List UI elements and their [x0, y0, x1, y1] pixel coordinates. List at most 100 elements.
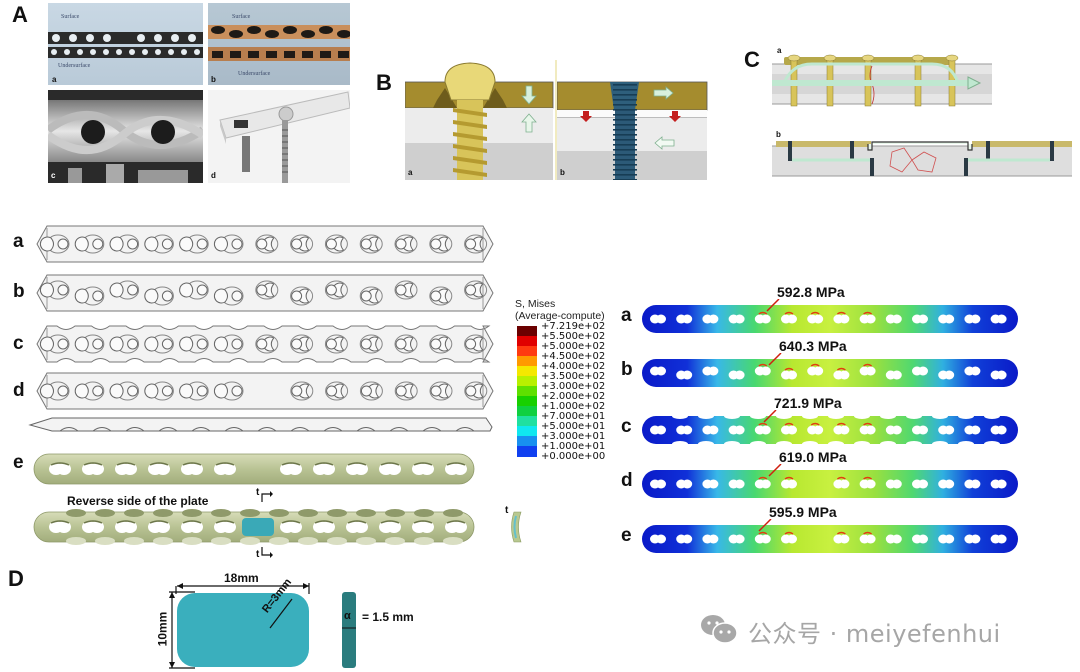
section-arrow-top-icon [261, 491, 273, 502]
legend-swatch [517, 446, 537, 457]
plate-e-3d-reverse [33, 509, 475, 545]
screw-hole [213, 234, 244, 254]
screw-hole [179, 234, 209, 254]
plate-e-3d-top [33, 453, 475, 485]
max-stress-label: 592.8 MPa [777, 284, 845, 300]
width-label: 18mm [224, 571, 259, 585]
panel-a-photo-a: Surface Undersurface a [48, 3, 203, 85]
screw-hole [39, 280, 70, 300]
thickness-symbol: α [344, 610, 351, 622]
legend-value: +5.000e+01 [541, 421, 606, 432]
legend-value: +7.219e+02 [541, 321, 606, 332]
plate-photo-porous [208, 25, 350, 61]
locking-screw-diagram [557, 60, 709, 180]
legend-swatch [517, 336, 537, 347]
panel-c-bridging-plate [772, 138, 1077, 180]
panel-a-photo-c: c [48, 90, 203, 183]
fea-stress-plate [642, 410, 1018, 447]
legend-value: +3.500e+02 [541, 371, 606, 382]
conventional-screw-diagram [405, 60, 555, 180]
screw-hole [346, 520, 368, 533]
screw-hole [39, 334, 70, 354]
fea-row-label: e [621, 525, 632, 546]
screw-hole [324, 280, 348, 300]
screw-hole [394, 381, 418, 401]
screw-hole [49, 520, 71, 533]
screw-hole [429, 234, 453, 254]
plate-outline-d [36, 372, 494, 410]
surface-label: Surface [232, 14, 251, 20]
screw-hole [359, 234, 383, 254]
legend-value: +1.000e+02 [541, 401, 606, 412]
legend-value: +2.000e+02 [541, 391, 606, 402]
screw-hole [181, 462, 203, 475]
panel-b-locking-screw: b [557, 60, 709, 180]
plate-outline-b [36, 274, 494, 312]
undersurface-label: Undersurface [238, 71, 271, 77]
screw-hole [394, 280, 418, 300]
screw-hole [464, 381, 488, 401]
screw-hole [324, 334, 348, 354]
screw-hole [144, 234, 174, 254]
legend-swatch [517, 376, 537, 387]
legend-swatch [517, 396, 537, 407]
screw-hole [464, 280, 488, 300]
screw-hole [290, 381, 314, 401]
screw-hole [359, 381, 383, 401]
screw-hole [213, 286, 244, 306]
section-mark-bottom: t [256, 549, 260, 560]
panel-a-photo-b: Surface Undersurface b [208, 3, 350, 85]
plate-side-view [28, 417, 493, 432]
legend-value: +7.000e+01 [541, 411, 606, 422]
legend-swatch [517, 346, 537, 357]
bridging-plate-diagram [772, 141, 1072, 177]
legend-title-line1: S, Mises [515, 298, 556, 310]
screw-hole [214, 462, 236, 475]
fea-stress-plate [642, 353, 1018, 387]
legend-title-line2: (Average-compute) [515, 310, 605, 322]
legend-value: +1.000e+01 [541, 441, 606, 452]
screw-hole [74, 286, 105, 306]
screw-hole [82, 520, 104, 533]
plate-row-label: a [13, 231, 24, 252]
screw-hole [412, 520, 434, 533]
legend-value: +4.000e+02 [541, 361, 606, 372]
screw-hole [82, 462, 104, 475]
screw-hole [290, 234, 314, 254]
screw-hole [379, 462, 401, 475]
screw-hole [109, 381, 140, 401]
section-arrow-bottom-icon [261, 547, 273, 558]
screw-hole [290, 286, 314, 306]
plate-photo-surface-undersurface [48, 32, 203, 58]
photo-label: a [52, 75, 57, 84]
legend-swatch [517, 386, 537, 397]
plate-outline-c [36, 325, 494, 363]
screw-hole [429, 286, 453, 306]
photo-label: c [51, 171, 56, 180]
plate-outline-a [36, 225, 494, 263]
fea-row-label: b [621, 359, 633, 380]
screw-hole [74, 234, 105, 254]
wechat-icon [701, 615, 738, 644]
legend-swatch [517, 356, 537, 367]
legend-values: +7.219e+02+5.500e+02+5.000e+02+4.500e+02… [541, 322, 621, 462]
legend-value: +3.000e+01 [541, 431, 606, 442]
legend-value: +5.500e+02 [541, 331, 606, 342]
reverse-side-label: Reverse side of the plate [67, 494, 209, 508]
screw-hole [181, 520, 203, 533]
sub-label: b [776, 130, 781, 139]
screw-hole [346, 462, 368, 475]
sub-label: a [777, 46, 782, 55]
thickness-label: = 1.5 mm [362, 610, 414, 624]
legend-swatch [517, 436, 537, 447]
screw-hole [179, 381, 209, 401]
screw-hole [74, 334, 105, 354]
legend-swatch [517, 326, 537, 337]
plate-outline-drawings [28, 225, 494, 432]
screw-hole [144, 286, 174, 306]
screw-hole [325, 381, 349, 401]
panel-d-letter: D [8, 566, 24, 591]
screw-hole [290, 334, 314, 354]
screw-hole [214, 520, 236, 533]
screw-hole [412, 462, 434, 475]
